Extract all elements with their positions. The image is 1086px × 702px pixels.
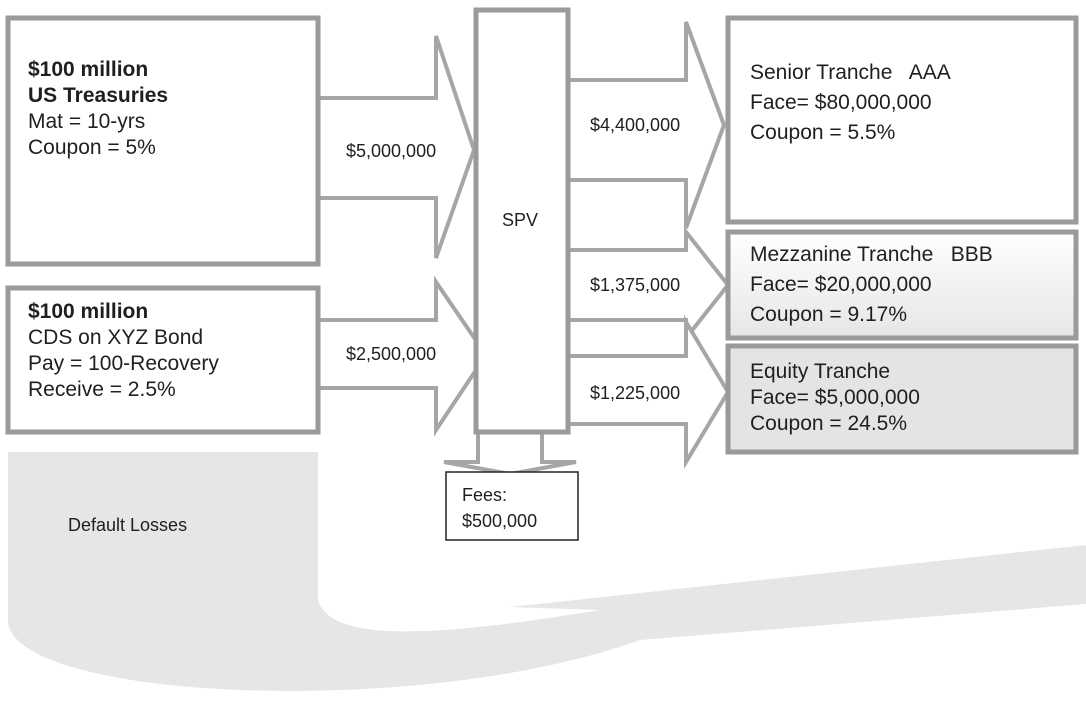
spv-to-equity-arrow [566,314,731,470]
mezz-tranche-name: Mezzanine Tranche BBB [750,243,993,266]
senior-tranche-coupon: Coupon = 5.5% [750,121,896,144]
equity-tranche-box [725,343,1079,455]
flow-label-mezz: $1,375,000 [590,275,681,295]
equity-tranche-name: Equity Tranche [750,360,891,383]
cds-title: $100 million [28,300,149,323]
spv-label: SPV [502,210,539,230]
cds-receive: Receive = 2.5% [28,378,176,401]
treasuries-coupon: Coupon = 5% [28,136,156,159]
senior-tranche-name: Senior Tranche AAA [750,61,951,84]
flow-label-equity: $1,225,000 [590,383,681,403]
default-losses-label: Default Losses [68,515,188,535]
senior-tranche-box [725,15,1079,225]
mezz-tranche-face: Face= $20,000,000 [750,273,932,296]
treasuries-box [5,15,321,267]
fees-box [445,471,579,541]
fees-label: Fees: [462,485,508,505]
flow-label-treasury: $5,000,000 [346,141,437,161]
flow-label-senior: $4,400,000 [590,115,681,135]
spv-box [473,7,571,435]
equity-tranche-face: Face= $5,000,000 [750,386,920,409]
fees-amount: $500,000 [462,511,538,531]
treasuries-subtitle: US Treasuries [28,84,169,107]
flow-label-cds: $2,500,000 [346,344,437,364]
treasuries-maturity: Mat = 10-yrs [28,110,146,133]
equity-tranche-coupon: Coupon = 24.5% [750,412,908,435]
cds-reference: CDS on XYZ Bond [28,326,204,349]
cds-box [5,285,321,435]
spv-to-senior-arrow [566,21,727,229]
spv-to-fees-arrow [443,430,577,477]
treasury-to-spv-arrow [316,35,477,259]
cds-to-spv-arrow [316,275,489,437]
mezz-tranche-coupon: Coupon = 9.17% [750,303,908,326]
mezz-tranche-box [725,229,1079,341]
cds-pay: Pay = 100-Recovery [28,352,219,375]
treasuries-title: $100 million [28,58,149,81]
spv-to-mezz-arrow [566,226,731,344]
senior-tranche-face: Face= $80,000,000 [750,91,932,114]
default-losses-arrow [8,452,1086,691]
